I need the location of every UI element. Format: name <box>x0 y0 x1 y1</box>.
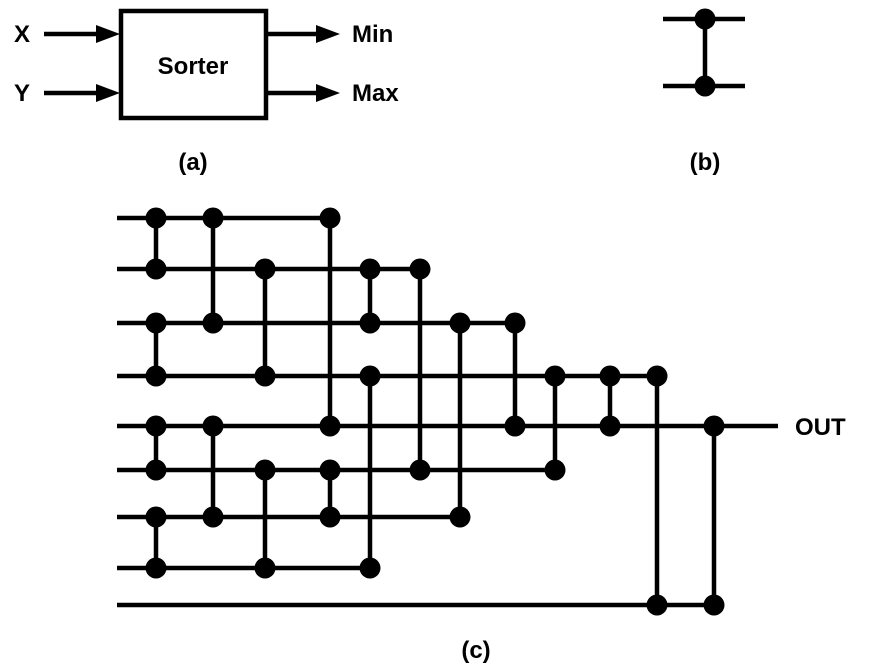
comparator-10-node-top <box>359 365 381 387</box>
panel-b: (b) <box>663 8 745 176</box>
comparator-8-node-bottom <box>449 506 471 528</box>
caption-b: (b) <box>690 149 721 176</box>
comparator-16-node-bottom <box>703 594 725 616</box>
comparator-14-node-top <box>145 415 167 437</box>
comparator-7-node-bottom <box>145 365 167 387</box>
input-y-label: Y <box>14 80 30 107</box>
sorter-block-label: Sorter <box>158 53 229 80</box>
comparator-2-node-bottom <box>202 312 224 334</box>
comparator-17-node-top <box>254 459 276 481</box>
comparator-18-node-bottom <box>319 506 341 528</box>
output-max-label: Max <box>352 80 399 107</box>
comparator-2-node-top <box>202 207 224 229</box>
comparator-11-node-top <box>544 365 566 387</box>
sorter-block <box>118 8 269 121</box>
input-x-label: X <box>14 21 30 48</box>
comparator-5-node-bottom <box>359 312 381 334</box>
panel-a: X Y Sorter Min Max (a) <box>14 8 399 176</box>
panel-c-network <box>117 207 778 616</box>
comparator-6-node-top <box>409 258 431 280</box>
output-out-label: OUT <box>795 414 846 441</box>
comparator-15-node-top <box>202 415 224 437</box>
comparator-4-node-bottom <box>254 365 276 387</box>
comparator-5-node-top <box>359 258 381 280</box>
output-min-label: Min <box>352 21 393 48</box>
comparator-15-node-bottom <box>202 506 224 528</box>
comparator-12-node-top <box>599 365 621 387</box>
comparator-16-node-top <box>703 415 725 437</box>
output-min-arrowhead <box>316 25 340 43</box>
comparator-1-node-bottom <box>145 258 167 280</box>
comparator-12-node-bottom <box>599 415 621 437</box>
comparator-7-node-top <box>145 312 167 334</box>
comparator-9-node-top <box>504 312 526 334</box>
comparator-11-node-bottom <box>544 459 566 481</box>
comparator-4-node-top <box>254 258 276 280</box>
comparator-top-node <box>694 8 716 30</box>
comparator-9-node-bottom <box>504 415 526 437</box>
comparator-6-node-bottom <box>409 459 431 481</box>
comparator-8-node-top <box>449 312 471 334</box>
comparator-14-node-bottom <box>145 459 167 481</box>
comparator-17-node-bottom <box>254 557 276 579</box>
comparator-3-node-top <box>319 207 341 229</box>
comparator-1-node-top <box>145 207 167 229</box>
caption-c: (c) <box>461 637 490 664</box>
comparator-18-node-top <box>319 459 341 481</box>
comparator-3-node-bottom <box>319 415 341 437</box>
comparator-10-node-bottom <box>359 557 381 579</box>
comparator-19-node-bottom <box>145 557 167 579</box>
comparator-13-node-bottom <box>646 594 668 616</box>
input-y-arrowhead <box>96 84 120 102</box>
caption-a: (a) <box>178 149 207 176</box>
comparator-bottom-node <box>694 75 716 97</box>
output-max-arrowhead <box>316 84 340 102</box>
input-x-arrowhead <box>96 25 120 43</box>
comparator-19-node-top <box>145 506 167 528</box>
comparator-13-node-top <box>646 365 668 387</box>
